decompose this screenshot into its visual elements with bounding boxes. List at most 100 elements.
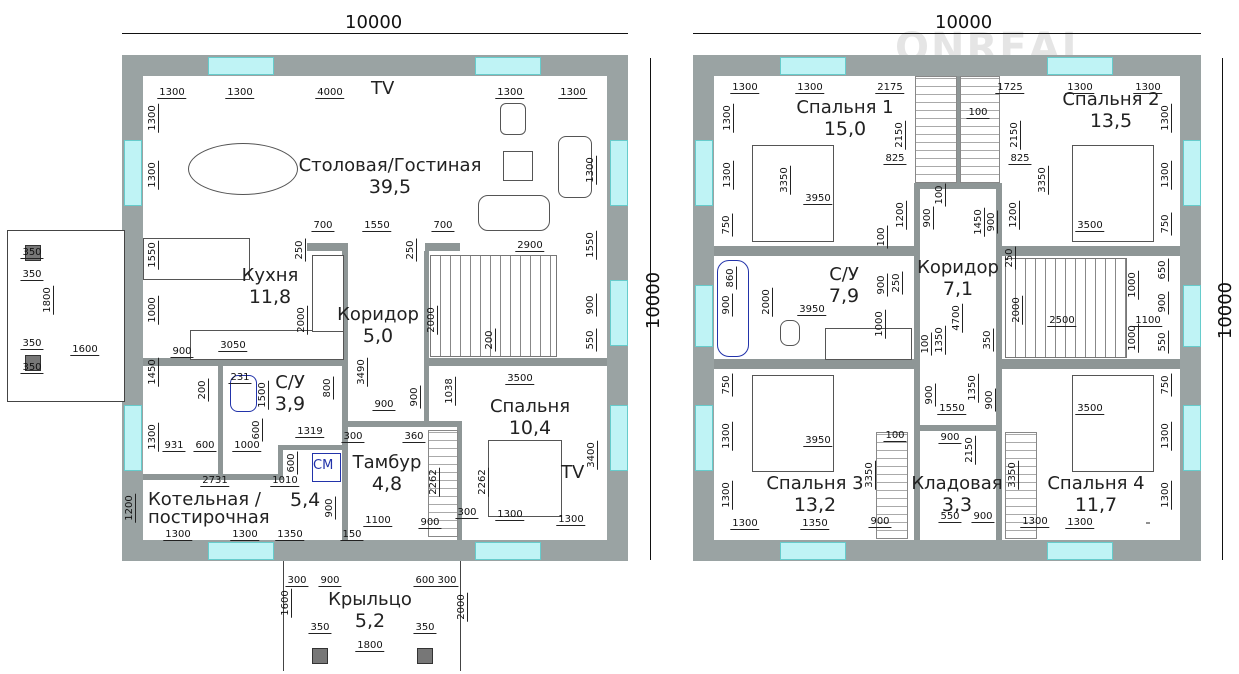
room-name: Коридор	[337, 304, 419, 325]
kitchen-island	[143, 238, 250, 280]
dimension-label: 1500	[257, 380, 269, 410]
dimension-label: 750	[1160, 373, 1172, 397]
dimension-label: 1600	[280, 588, 292, 618]
toilet	[230, 375, 257, 412]
dimension-label: 1200	[895, 200, 907, 230]
dimension-label: 100	[934, 183, 946, 207]
dimension-label: 2500	[1047, 315, 1077, 327]
room-name: Спальня 4	[1047, 473, 1145, 494]
staircase	[430, 255, 557, 357]
dimension-label: 1350	[934, 325, 946, 355]
room-area: 15,0	[823, 117, 867, 140]
dimension-line	[650, 58, 651, 560]
dimension-label: 900	[868, 516, 892, 528]
dimension-label: 2175	[875, 82, 905, 94]
post	[25, 245, 41, 261]
coffee-table	[503, 151, 533, 181]
dimension-label: 1200	[1008, 200, 1020, 230]
dining-table	[188, 143, 298, 195]
dimension-label: 1300	[722, 160, 734, 190]
window	[1183, 285, 1201, 347]
dimension-label: 250	[891, 271, 903, 295]
room-area: 3,3	[941, 493, 973, 516]
dimension-label: 1300	[495, 509, 525, 521]
room-area: 13,2	[793, 493, 837, 516]
staircase	[428, 430, 458, 537]
dimension-label: 900	[924, 383, 936, 407]
dimension-line	[1222, 58, 1223, 560]
dimension-label: 900	[938, 432, 962, 444]
dimension-label: 1300	[147, 422, 159, 452]
room-name: Столовая/Гостиная	[298, 155, 482, 176]
dimension-label: 3500	[505, 373, 535, 385]
staircase	[1005, 258, 1127, 358]
dimension-label: 1000	[232, 440, 262, 452]
dimension-label: 1000	[147, 295, 159, 325]
dimension-label: 1300	[1065, 517, 1095, 529]
dimension-label: 600	[193, 440, 217, 452]
toilet	[780, 320, 800, 346]
room-area: 7,1	[942, 277, 974, 300]
dimension-label: 900	[372, 399, 396, 411]
window	[124, 405, 142, 471]
room-area: 11,7	[1074, 493, 1118, 516]
window	[124, 140, 142, 206]
tv-label: TV	[371, 78, 395, 99]
washer: СМ	[312, 453, 341, 482]
dimension-label: 931	[162, 440, 186, 452]
dimension-label: 1300	[1133, 82, 1163, 94]
room-area: 7,9	[828, 284, 860, 307]
room-area: 13,5	[1089, 109, 1133, 132]
dimension-label: 900	[922, 206, 934, 230]
dimension-label: 900	[984, 388, 996, 412]
staircase	[960, 76, 1000, 183]
armchair	[500, 103, 526, 135]
room-name: С/У	[275, 372, 305, 393]
dimension-label: 700	[431, 220, 455, 232]
dimension-label: 2150	[894, 120, 906, 150]
dimension-label: 1300	[1160, 160, 1172, 190]
dimension-line	[122, 33, 628, 34]
dimension-label: 1600	[70, 344, 100, 356]
interior-wall	[1002, 359, 1180, 369]
window	[780, 57, 846, 75]
sofa	[478, 195, 550, 231]
dimension-label: 2000	[296, 305, 308, 335]
interior-wall	[920, 425, 996, 431]
dimension-label: 350	[20, 269, 44, 281]
dimension-label: 1200	[124, 493, 136, 523]
outer-wall	[122, 55, 143, 561]
bed	[752, 145, 834, 242]
ground-height-label: 10000	[643, 271, 665, 330]
room-name: Тамбур	[352, 452, 422, 473]
room-area: 5,4	[290, 489, 321, 511]
dimension-label: 1300	[1065, 82, 1095, 94]
dimension-label: 250	[294, 238, 306, 262]
dimension-label: 1550	[937, 403, 967, 415]
interior-wall	[218, 366, 223, 474]
dimension-label: 1350	[967, 373, 979, 403]
room-area: 4,8	[371, 472, 403, 495]
double-sink	[825, 328, 912, 360]
interior-wall	[342, 243, 348, 540]
interior-wall	[955, 76, 960, 184]
dimension-label: 4000	[315, 87, 345, 99]
dimension-label: 3400	[586, 440, 598, 470]
dimension-label: 1100	[363, 515, 393, 527]
dimension-label: 250	[1004, 246, 1016, 270]
dimension-label: 825	[1008, 153, 1032, 165]
dimension-label: 1300	[495, 87, 525, 99]
dimension-label: 200	[197, 378, 209, 402]
dimension-label: 350	[308, 622, 332, 634]
staircase	[876, 432, 908, 539]
window	[695, 405, 713, 471]
bed	[752, 375, 834, 472]
dimension-label: 900	[418, 517, 442, 529]
